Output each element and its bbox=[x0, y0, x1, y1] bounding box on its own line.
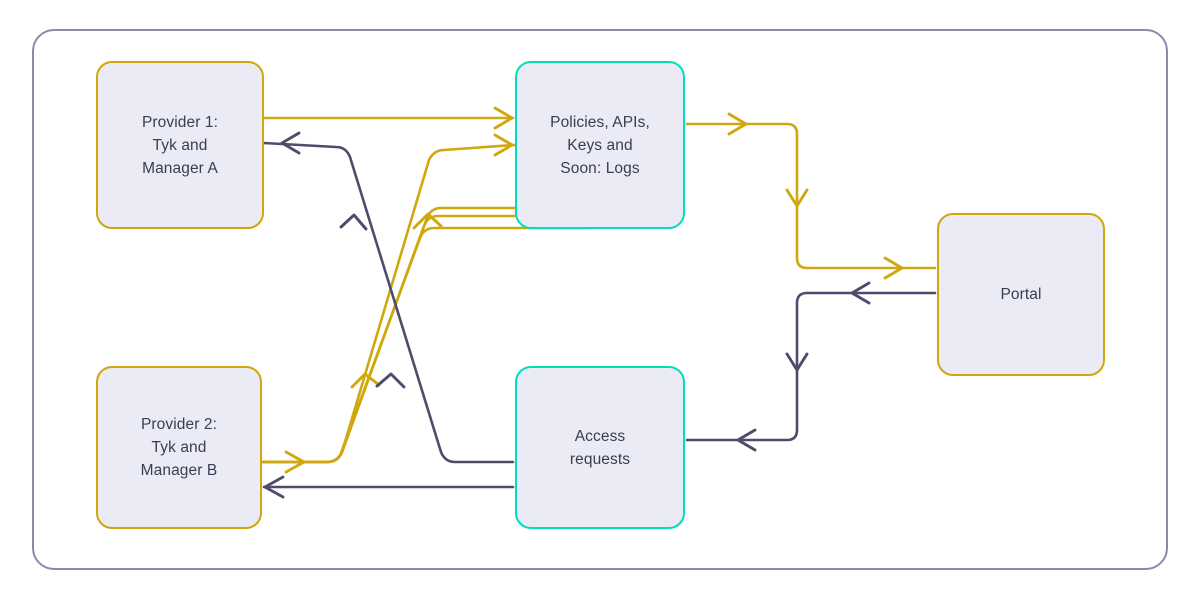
node-provider-1-label: Provider 1: Tyk and Manager A bbox=[141, 113, 219, 177]
edge-policies-to-portal bbox=[685, 112, 937, 280]
node-access-requests-label: Access requests bbox=[569, 427, 631, 468]
node-provider-2-label: Provider 2: Tyk and Manager B bbox=[140, 416, 218, 479]
node-access-requests[interactable]: Access requests bbox=[515, 366, 685, 529]
node-portal[interactable]: Portal bbox=[937, 213, 1105, 376]
edge-portal-to-access-requests bbox=[685, 281, 937, 452]
node-provider-2[interactable]: Provider 2: Tyk and Manager B bbox=[96, 366, 262, 529]
edge-provider1-to-policies bbox=[262, 106, 515, 130]
node-portal-label: Portal bbox=[1000, 286, 1042, 303]
node-provider-1[interactable]: Provider 1: Tyk and Manager A bbox=[96, 61, 264, 229]
node-policies-label: Policies, APIs, Keys and Soon: Logs bbox=[550, 113, 650, 177]
edge-access-requests-to-provider1 bbox=[262, 131, 515, 464]
diagram-outer-frame bbox=[32, 29, 1168, 570]
edge-access-requests-to-provider2 bbox=[262, 475, 515, 499]
node-policies-apis-keys-logs[interactable]: Policies, APIs, Keys and Soon: Logs bbox=[515, 61, 685, 229]
